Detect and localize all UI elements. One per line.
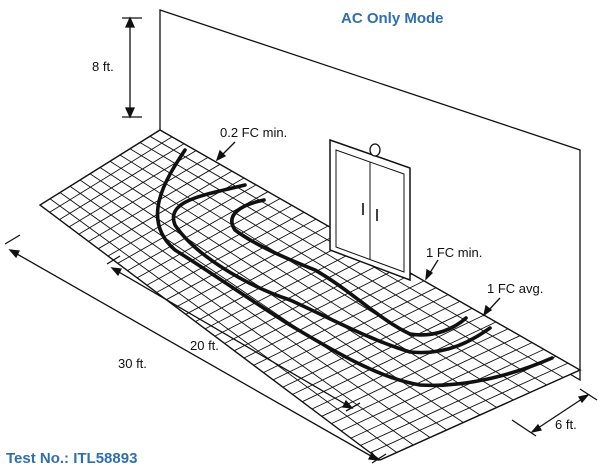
contour-1fc-avg bbox=[230, 198, 468, 337]
fc-1-avg-label: 1 FC avg. bbox=[487, 281, 544, 296]
contour-0-2fc-min bbox=[155, 148, 554, 388]
test-number-label: Test No.: ITL58893 bbox=[6, 450, 138, 467]
grid-line bbox=[129, 148, 531, 393]
grid-line bbox=[119, 154, 514, 401]
grid-line bbox=[59, 192, 414, 446]
height-dimension bbox=[122, 16, 142, 119]
fc-02-min-label: 0.2 FC min. bbox=[220, 125, 288, 140]
mode-title: AC Only Mode bbox=[341, 10, 444, 27]
length-20-dimension bbox=[106, 255, 361, 412]
isolux-contours bbox=[155, 148, 554, 388]
grid-line bbox=[49, 198, 397, 453]
fc-1-min-label: 1 FC min. bbox=[426, 245, 483, 260]
exit-light bbox=[369, 143, 381, 157]
length-30-dimension bbox=[4, 234, 387, 464]
length-30-label: 30 ft. bbox=[118, 356, 147, 371]
length-20-label: 20 ft. bbox=[190, 338, 219, 353]
exit-doors bbox=[329, 138, 411, 282]
grid-line bbox=[109, 160, 497, 408]
label-leaders bbox=[215, 141, 501, 317]
wall-height-label: 8 ft. bbox=[92, 59, 114, 74]
width-6-dimension bbox=[511, 388, 598, 437]
contour-1fc-min bbox=[171, 183, 492, 355]
grid-line bbox=[139, 142, 547, 386]
grid-line bbox=[79, 179, 447, 431]
grid-line bbox=[99, 167, 481, 416]
grid-line bbox=[69, 185, 431, 438]
width-6-label: 6 ft. bbox=[555, 417, 577, 432]
